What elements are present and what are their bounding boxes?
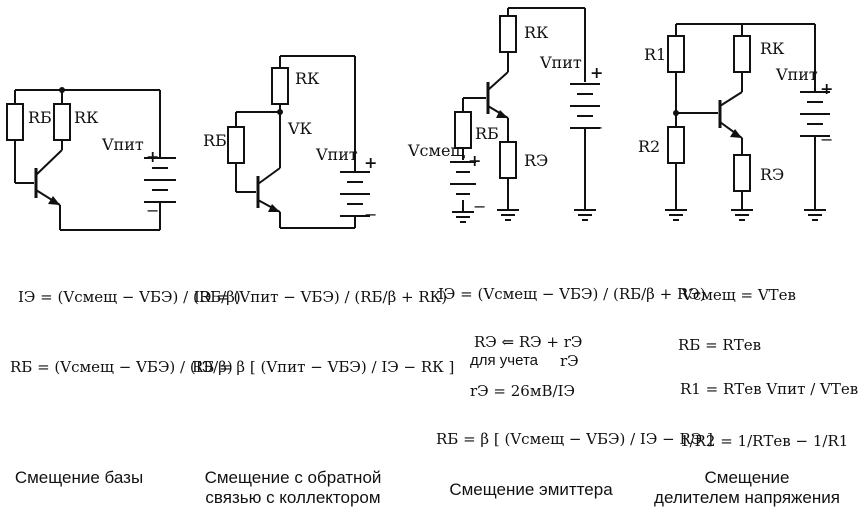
label-rb: RБ [28,108,52,127]
equation-emitter-ie: IЭ = (Vсмещ − VБЭ) / (RБ/β + RЭ) [438,285,706,303]
label-plus: + [146,147,159,166]
label-vbias: Vсмещ [407,141,465,160]
wires [14,87,161,231]
equation-emitter-small-re: rЭ = 26мВ/IЭ [470,382,575,400]
resistor-rk [53,103,71,141]
equation-divider-r2: 1/R2 = 1/RТев − 1/R1 [680,432,849,450]
caption-voltage-divider: Смещение делителем напряжения [640,468,854,508]
resistor-re [733,154,751,192]
circuit-base-bias: RБ RК Vпит + − [6,87,176,231]
ground-symbols [452,209,596,223]
label-re: RЭ [760,165,784,184]
label-rk: RК [760,39,785,58]
caption-collector-feedback: Смещение с обратной связью с коллектором [188,468,398,508]
bias-battery [450,161,476,195]
transistor [34,149,63,206]
equation-feedback-rb: RБ = β [ (Vпит − VБЭ) / IЭ − RК ] [192,358,455,376]
label-rk: RК [74,108,99,127]
battery [340,171,370,217]
label-bias-minus: − [473,197,486,216]
equation-feedback-ie: IЭ = (Vпит − VБЭ) / (RБ/β + RК) [194,288,448,306]
resistor-re [499,141,517,179]
transistor [718,91,743,139]
resistor-r1 [667,35,685,73]
label-minus: − [590,118,603,137]
resistor-rk [499,15,517,53]
circuit-collector-feedback: RК RБ VК Vпит + − [203,55,377,229]
equation-divider-r1: R1 = RТев Vпит / VТев [680,380,858,398]
wires [673,23,816,210]
label-re: RЭ [524,151,548,170]
ground-symbols [665,209,826,221]
equation-base-ie: IЭ = (Vсмещ − VБЭ) / (RБ/β) [18,288,241,306]
label-vsupply: Vпит [315,145,358,164]
label-vsupply: Vпит [101,135,144,154]
label-bias-plus: + [468,151,481,170]
transistor [256,167,281,213]
circuit-emitter-bias: RК RБ RЭ Vсмещ Vпит + − + − [407,7,603,223]
circuit-voltage-divider: R1 R2 RК RЭ Vпит + − [638,23,833,221]
label-plus: + [590,63,603,82]
label-minus: − [364,205,377,224]
label-vk: VК [287,119,313,138]
resistor-r2 [667,126,685,164]
supply-battery [570,83,600,129]
label-rb: RБ [203,131,227,150]
resistor-rk [733,35,751,73]
label-plus: + [820,79,833,98]
caption-base-bias: Смещение базы [14,468,144,487]
label-r2: R2 [638,137,660,156]
battery [144,157,176,203]
label-rk: RК [524,23,549,42]
caption-emitter-bias: Смещение эмиттера [449,480,613,499]
caption-line-1: Смещение с обратной [204,468,382,487]
label-rk: RК [295,69,320,88]
resistor-rb [6,103,24,141]
caption-line-1: Смещение [704,468,790,487]
wires [235,55,356,229]
transistor [486,71,509,119]
equation-divider-vbias: Vсмещ = VТев [682,286,796,304]
label-r1: R1 [644,45,666,64]
resistor-rb [454,111,472,149]
label-minus: − [146,201,159,220]
equation-emitter-rb: RБ = β [ (Vсмещ − VБЭ) / IЭ − RЭ ] [436,430,713,448]
resistor-rk [271,67,289,105]
equation-divider-rb: RБ = RТев [678,336,762,354]
equation-emitter-note: для учета [470,352,538,369]
caption-line-2: делителем напряжения [654,488,840,507]
label-rb: RБ [475,124,499,143]
label-vsupply: Vпит [539,53,582,72]
equation-base-rb: RБ = (Vсмещ − VБЭ) / (IЭ/β) [10,358,233,376]
caption-line-2: связью с коллектором [205,488,381,507]
battery [800,91,830,137]
resistor-rb [227,126,245,164]
label-vsupply: Vпит [775,65,818,84]
equation-emitter-re: RЭ ⇐ RЭ + rЭ [474,333,583,351]
label-plus: + [364,153,377,172]
equation-emitter-note-re: rЭ [560,352,579,370]
wires [462,7,586,212]
label-minus: − [820,130,833,149]
